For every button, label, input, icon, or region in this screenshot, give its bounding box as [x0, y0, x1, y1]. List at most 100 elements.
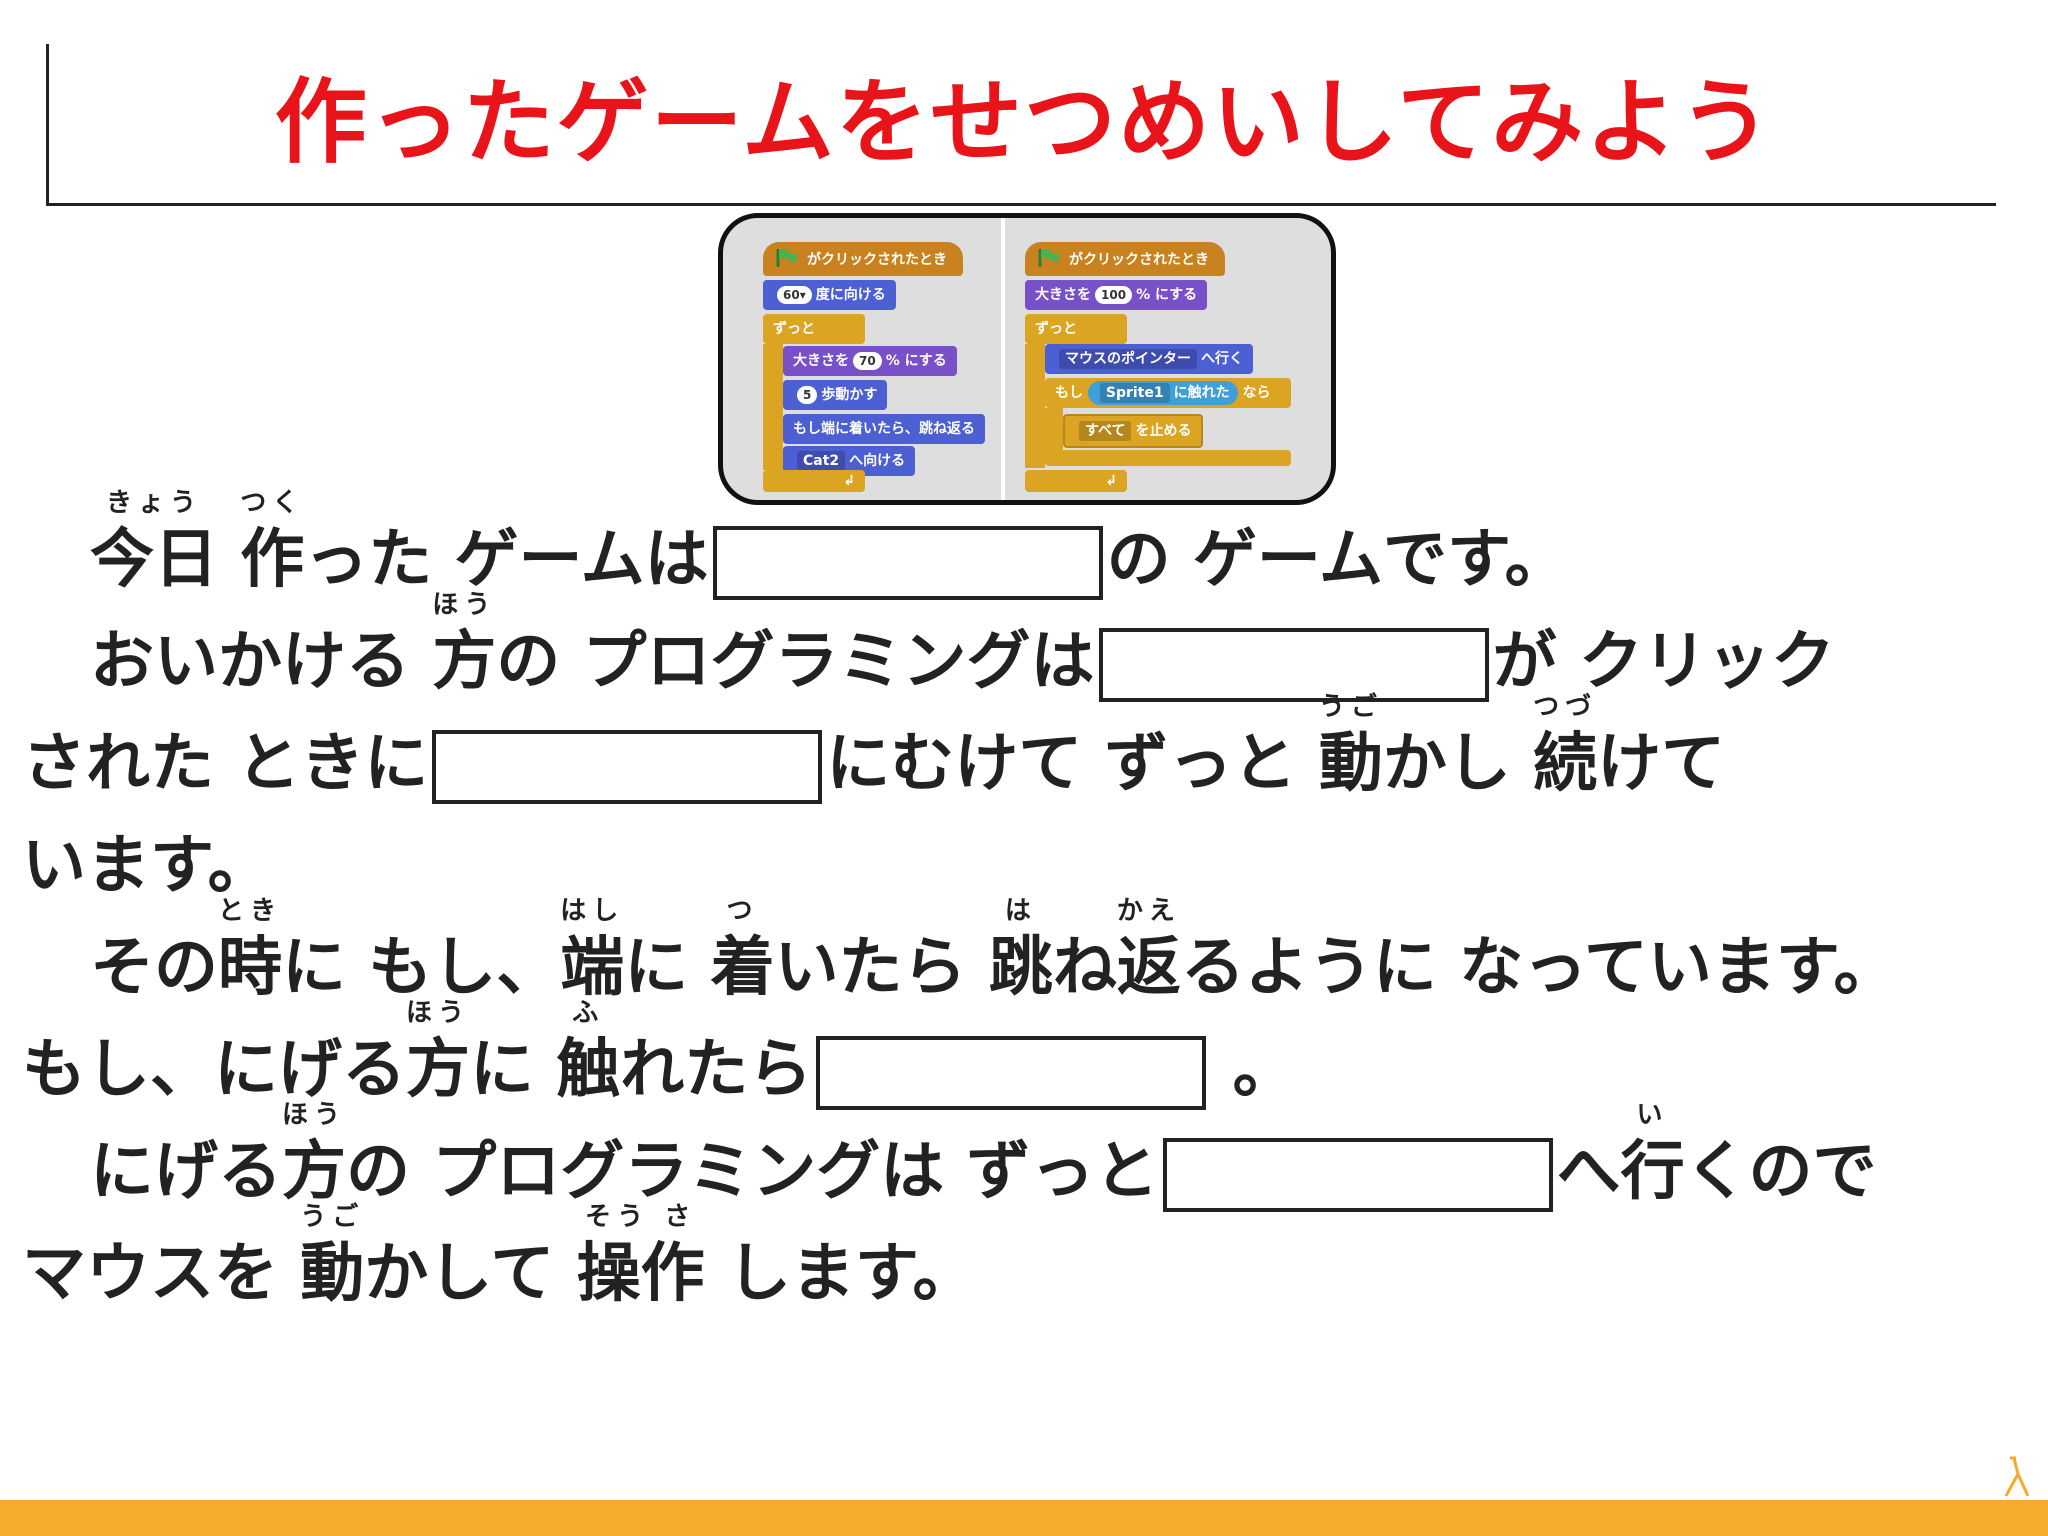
forever-end: ↲ [763, 470, 865, 492]
block-label: 大きさを [1035, 287, 1091, 303]
hat-label: がクリックされたとき [807, 252, 947, 268]
word: 方 [282, 1135, 346, 1209]
word: 端 [560, 931, 625, 1005]
word: 方 [432, 625, 497, 699]
word: 今日 [90, 523, 218, 597]
text-segment: 。 [1210, 1033, 1297, 1107]
ruby-tsu: 着つ [710, 896, 775, 1006]
furigana: うご [300, 1202, 365, 1232]
sentence-line-6: もし、にげる方ほうに 触ふれたら 。 [22, 998, 1297, 1111]
point-in-direction-block: 60▾度に向ける [763, 280, 896, 310]
block-label: を止める [1135, 423, 1192, 439]
text-segment: に [470, 1033, 557, 1107]
footer-bar [0, 1500, 2048, 1536]
furigana: ほう [282, 1100, 347, 1130]
text-segment: くので [1684, 1135, 1877, 1209]
text-segment: れたら [620, 1033, 813, 1107]
text-segment: の プログラミングは ずっと [346, 1135, 1159, 1209]
sentence-line-4: います。 [22, 828, 272, 904]
go-to-block: マウスのポインターへ行く [1045, 344, 1253, 374]
ruby-ugo: 動うご [1319, 692, 1383, 802]
loop-arrow-icon: ↲ [843, 473, 855, 489]
furigana: とき [218, 896, 283, 926]
forever-c-bar [1025, 344, 1045, 468]
text-segment: の プログラミングは [496, 625, 1095, 699]
furigana: つづ [1533, 692, 1598, 722]
word: 方 [406, 1033, 470, 1107]
loop-arrow-icon: ↲ [1105, 473, 1117, 489]
block-label: 歩動かす [821, 387, 878, 403]
blank-box-direction[interactable] [432, 730, 823, 805]
panel-divider [1001, 218, 1005, 500]
blank-box-game-type[interactable] [712, 526, 1103, 601]
ruby-toki: 時とき [218, 896, 282, 1006]
ruby-i: 行い [1621, 1100, 1685, 1210]
ruby-sousa: 操作そう さ [577, 1202, 705, 1312]
furigana: かえ [1116, 896, 1181, 926]
block-label: % にする [885, 353, 947, 369]
if-end [1045, 450, 1291, 466]
blank-box-touch-result[interactable] [816, 1036, 1207, 1111]
title-underline [46, 203, 1996, 206]
furigana: い [1636, 1100, 1669, 1130]
ruby-fu: 触ふ [556, 998, 621, 1108]
furigana: ふ [572, 998, 605, 1028]
furigana: ほう [406, 998, 471, 1028]
block-label: に触れた [1173, 385, 1230, 401]
block-label: もし [1055, 385, 1083, 401]
block-label: 大きさを [793, 353, 849, 369]
steps-value: 5 [797, 386, 818, 404]
ruby-ha: 跳は [988, 896, 1053, 1006]
size-value: 100 [1095, 286, 1133, 304]
furigana-sa: さ [664, 1202, 697, 1232]
direction-value: 60▾ [777, 286, 812, 304]
block-label: へ行く [1201, 351, 1243, 367]
forever-c-bar [763, 344, 783, 470]
block-label: もし端に着いたら、跳ね返る [793, 421, 975, 437]
blank-box-click-trigger[interactable] [1098, 628, 1489, 703]
ruby-kyou: 今日きょう [90, 488, 218, 598]
sentence-line-3: された ときににむけて ずっと 動うごかし 続つづけて [22, 692, 1725, 805]
ruby-tsuzu: 続つづ [1533, 692, 1598, 802]
ruby-tsuku: 作つく [240, 488, 305, 598]
size-value: 70 [853, 352, 882, 370]
word: 動 [300, 1237, 365, 1311]
block-label: ずっと [773, 321, 815, 337]
furigana: ほう [432, 590, 497, 620]
sentence-line-5: その時ときに もし、端はしに 着ついたら 跳はね返かえるように なっています。 [90, 896, 1898, 1006]
word: 返 [1116, 931, 1181, 1005]
block-label: % にする [1136, 287, 1198, 303]
text-segment: の ゲームです。 [1106, 523, 1569, 597]
if-c-bar [1045, 408, 1063, 454]
text-segment: マウスを [22, 1237, 301, 1311]
sentence-line-1: 今日きょう 作つくった ゲームはの ゲームです。 [90, 488, 1569, 601]
blank-box-goto-target[interactable] [1162, 1138, 1553, 1213]
sentence-line-8: マウスを 動うごかして 操作そう さ します。 [22, 1202, 977, 1312]
green-flag-icon [1038, 248, 1059, 267]
sentence-line-7: にげる方 ほうの プログラミングは ずっと へ行いくので [90, 1100, 1877, 1213]
forever-block: ずっと [763, 314, 865, 344]
word: 続 [1533, 727, 1598, 801]
text-segment: へ [1556, 1135, 1621, 1209]
ruby-hou: 方ほう [432, 590, 497, 700]
ruby-kae: 返かえ [1116, 896, 1181, 1006]
word: 跳 [988, 931, 1053, 1005]
furigana: つ [726, 896, 759, 926]
hat-label: がクリックされたとき [1069, 252, 1209, 268]
left-rule [46, 44, 49, 206]
word: 触 [556, 1033, 621, 1107]
word: 作 [240, 523, 305, 597]
word: 着 [710, 931, 775, 1005]
ruby-hou: 方ほう [282, 1100, 346, 1210]
block-label: 度に向ける [815, 287, 886, 303]
ruby-hashi: 端はし [560, 896, 625, 1006]
ruby-hou: 方ほう [406, 998, 470, 1108]
furigana: うご [1318, 692, 1383, 722]
furigana-sou: そう [585, 1202, 650, 1232]
text-segment: にげる [90, 1135, 282, 1209]
